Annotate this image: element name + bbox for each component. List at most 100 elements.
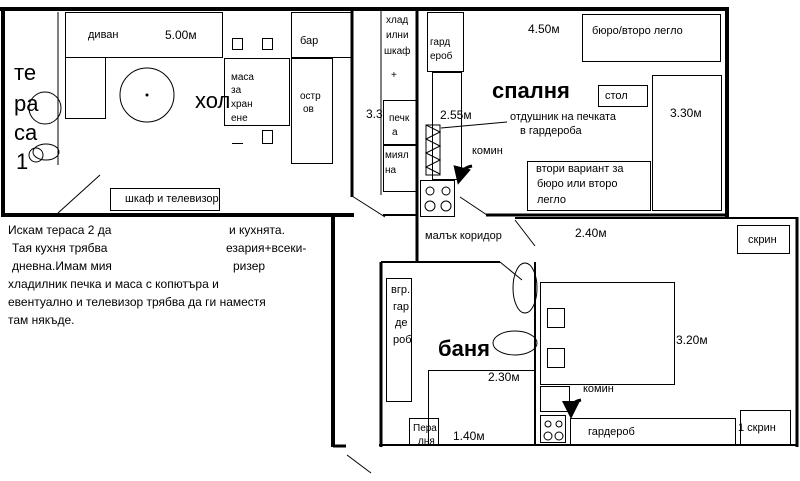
laundry-box (409, 418, 439, 446)
built-in-wardrobe-label: гар (393, 301, 410, 313)
vent-pointer (440, 121, 508, 129)
dining-table-label: хран (231, 99, 253, 110)
chimney-label: комин (583, 383, 614, 395)
alt-desk-label: легло (537, 194, 566, 206)
wardrobe-long (432, 72, 462, 180)
bed-length-dimension: 3.30м (670, 106, 702, 120)
dining-chair (232, 38, 243, 50)
fridge-cabinet-label: шкаф (384, 46, 411, 57)
chair-box (598, 85, 648, 107)
note-line: езария+всеки- (226, 241, 307, 255)
note-line: хладилник печка и маса с копютъра и (8, 277, 219, 291)
desk-or-bed-box (582, 14, 721, 62)
sofa (65, 12, 223, 58)
note-line: евентуално и телевизор трябва да ги наме… (8, 295, 266, 309)
chimney-arrow-icon (562, 398, 582, 419)
island-label: остр (300, 91, 321, 102)
alt-desk-label: бюро или второ (537, 178, 618, 190)
sofa-label: диван (88, 29, 119, 41)
room2-door (514, 219, 536, 247)
fridge-cabinet-label: илни (386, 30, 409, 41)
heater-burner (543, 431, 553, 441)
washbasin (492, 330, 538, 356)
pillow (547, 308, 565, 328)
note-line: там някъде. (8, 313, 75, 327)
heater-burner (554, 431, 564, 441)
room2-dimension: 3.20м (676, 333, 708, 347)
stove-burner (424, 200, 436, 212)
bedroom-title: спалня (492, 78, 570, 103)
terrace-chair (28, 147, 44, 163)
built-in-wardrobe-label: роб (393, 334, 412, 346)
bathtub (512, 262, 538, 314)
wardrobe-label: гард (430, 37, 451, 48)
built-in-wardrobe-label: де (395, 317, 408, 329)
bar-label: бар (300, 35, 319, 47)
terrace-label: те (14, 60, 37, 85)
terrace-chair (32, 143, 60, 161)
terrace-label: са (14, 120, 38, 145)
alt-desk-box (527, 161, 651, 211)
bedroom-door (459, 196, 488, 216)
terrace-door (57, 174, 101, 214)
chimney-label: комин (472, 145, 503, 157)
round-table (119, 67, 175, 123)
pillow (547, 348, 565, 368)
laundry-label: лня (418, 436, 435, 447)
sink-box (383, 145, 417, 192)
bed-2 (540, 282, 675, 385)
note-line: Искам тераса 2 да (8, 223, 112, 237)
stove-label: печк (389, 113, 410, 124)
note-line: дневна.Имам мия (12, 259, 112, 273)
kitchen-island (291, 58, 333, 164)
bath-door (499, 261, 523, 281)
kitchen-dimension: 3.3 (366, 107, 383, 121)
bathroom-title: баня (438, 336, 490, 361)
chimney-duct (424, 124, 442, 176)
chest-top-box (737, 225, 790, 254)
note-line: ризер (233, 259, 266, 273)
kitchen-door (351, 195, 386, 218)
chair-label: стол (605, 90, 628, 102)
island-label: ов (303, 104, 314, 115)
sink-label: на (385, 165, 397, 176)
chest-bottom-box (740, 410, 791, 446)
stove-label: а (392, 127, 398, 138)
stove-burner (425, 186, 435, 196)
sink-label: миял (385, 150, 409, 161)
wardrobe-bottom-label: гардероб (588, 426, 635, 438)
terrace-chair (28, 91, 62, 125)
stove-icon (420, 180, 455, 217)
wardrobe-top (427, 12, 464, 72)
laundry-label: Пера (413, 423, 437, 434)
note-line: Тая кухня трябва (12, 241, 108, 255)
dining-chair (262, 38, 273, 50)
shower-area-box (428, 370, 535, 446)
vent-note: отдушник на печката (510, 111, 617, 123)
dining-table-label: маса (231, 72, 254, 83)
desk-or-bed-label: бюро/второ легло (592, 25, 683, 37)
alt-desk-label: втори вариант за (536, 163, 624, 175)
dining-chair (232, 143, 243, 144)
stove-burner (440, 200, 452, 212)
corridor-dimension: 2.40м (575, 226, 607, 240)
chest-bottom-label: 1 скрин (738, 422, 776, 434)
plus-sign: + (391, 70, 397, 81)
dining-table-label: за (231, 85, 242, 96)
shower-dimension: 2.30м (488, 370, 520, 384)
fridge-cabinet-label: хлад (386, 15, 409, 26)
round-table-center (145, 93, 149, 97)
note-line: и кухнята. (229, 223, 285, 237)
dining-table-label: ене (231, 113, 248, 124)
living-room-label: хол (195, 88, 231, 113)
dining-table (224, 58, 290, 126)
wardrobe-depth-dimension: 2.55м (440, 108, 472, 122)
built-in-wardrobe-label: вгр. (391, 284, 411, 296)
stove-burner (441, 186, 451, 196)
chimney-arrow-icon (453, 164, 473, 185)
stove-box (383, 100, 417, 145)
terrace-label: 1 (16, 149, 29, 174)
bar-counter (291, 12, 352, 58)
